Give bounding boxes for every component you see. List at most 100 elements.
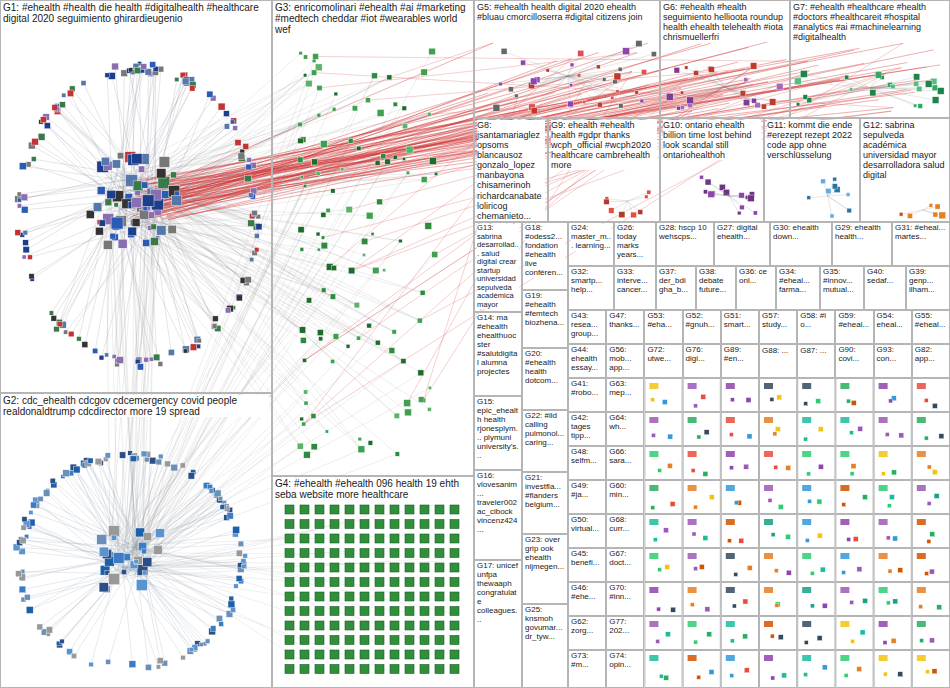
cluster-mark [726, 417, 735, 423]
vertex [450, 520, 459, 529]
network-edge [568, 76, 616, 82]
vertex [207, 91, 213, 97]
cluster-cell [798, 549, 835, 582]
vertex [653, 538, 657, 542]
network-edge [35, 142, 113, 193]
vertex [531, 78, 537, 84]
cluster-cell [683, 583, 720, 616]
vertex [175, 77, 179, 81]
vertex [677, 106, 681, 110]
network-edge [568, 67, 599, 76]
vertex [636, 41, 642, 47]
group-label: G10: ontario ehealth billion time lost b… [663, 120, 761, 160]
vertex [658, 468, 662, 472]
vertex [631, 212, 637, 218]
vertex [804, 437, 808, 441]
vertex [31, 157, 36, 162]
network-edge [63, 214, 117, 324]
cluster-cell [798, 583, 835, 616]
vertex [694, 404, 698, 408]
vertex [360, 520, 369, 529]
vertex [420, 549, 429, 558]
vertex [190, 344, 197, 351]
network-edge [870, 84, 916, 88]
vertex [418, 370, 424, 376]
vertex [23, 230, 28, 235]
vertex [898, 672, 903, 677]
vertex [420, 578, 429, 587]
cluster-mark [879, 519, 888, 525]
group-box: G9: ehealth #ehealth health #gdpr thanks… [548, 118, 660, 222]
vertex [932, 403, 937, 408]
vertex [143, 206, 148, 211]
network-edge [127, 559, 309, 618]
vertex [730, 466, 734, 470]
vertex [300, 549, 309, 558]
vertex [151, 238, 159, 246]
cluster-cell [760, 651, 797, 688]
vertex [417, 318, 422, 323]
vertex [358, 437, 362, 441]
network-edge [798, 81, 870, 88]
vertex [638, 210, 643, 215]
network-edge [690, 87, 725, 100]
vertex [143, 239, 150, 246]
vertex [29, 274, 34, 279]
vertex [405, 578, 414, 587]
vertex [317, 113, 321, 117]
vertex [740, 205, 745, 210]
vertex [144, 533, 152, 541]
cluster-cell [683, 447, 720, 480]
cluster-cell [683, 549, 720, 582]
vertex [753, 211, 757, 215]
network-edge [870, 88, 919, 90]
vertex [300, 417, 304, 421]
network-edge [677, 70, 725, 87]
vertex [158, 362, 163, 367]
vertex [130, 456, 136, 462]
vertex [435, 607, 444, 616]
vertex [747, 565, 752, 570]
vertex [332, 107, 336, 111]
vertex [144, 357, 149, 362]
network-edge [42, 137, 113, 197]
network-edge [534, 76, 568, 81]
vertex [925, 572, 929, 576]
cluster-cell [874, 481, 911, 514]
network-edge [628, 197, 647, 201]
vertex [159, 157, 170, 168]
group-box: G70: #inn... [606, 582, 644, 616]
vertex [105, 73, 110, 78]
vertex [117, 357, 124, 364]
network-edge [828, 196, 833, 216]
vertex [618, 67, 622, 71]
vertex [26, 162, 31, 167]
group-label: G9: ehealth #ehealth health #gdpr thanks… [551, 120, 657, 170]
vertex [739, 538, 744, 543]
cluster-mark [917, 417, 926, 423]
vertex [17, 204, 21, 208]
network-edge [702, 177, 730, 196]
cluster-cell [912, 413, 949, 446]
vertex [885, 433, 889, 437]
vertex [99, 220, 105, 226]
vertex [213, 316, 219, 322]
group-label: G56: mob... app... [609, 346, 641, 373]
network-edge [420, 74, 886, 321]
vertex [428, 386, 431, 389]
network-edge [534, 76, 567, 111]
vertex [821, 179, 826, 184]
vertex [188, 473, 194, 479]
cluster-mark [879, 587, 888, 593]
vertex [300, 534, 309, 543]
vertex [345, 520, 354, 529]
vertex [817, 636, 822, 641]
vertex [377, 199, 383, 205]
vertex [319, 337, 323, 341]
network-edge [71, 473, 119, 546]
vertex [321, 236, 324, 239]
network-edge [108, 455, 124, 548]
vertex [304, 401, 308, 405]
vertex [435, 592, 444, 601]
network-edge [146, 576, 410, 612]
